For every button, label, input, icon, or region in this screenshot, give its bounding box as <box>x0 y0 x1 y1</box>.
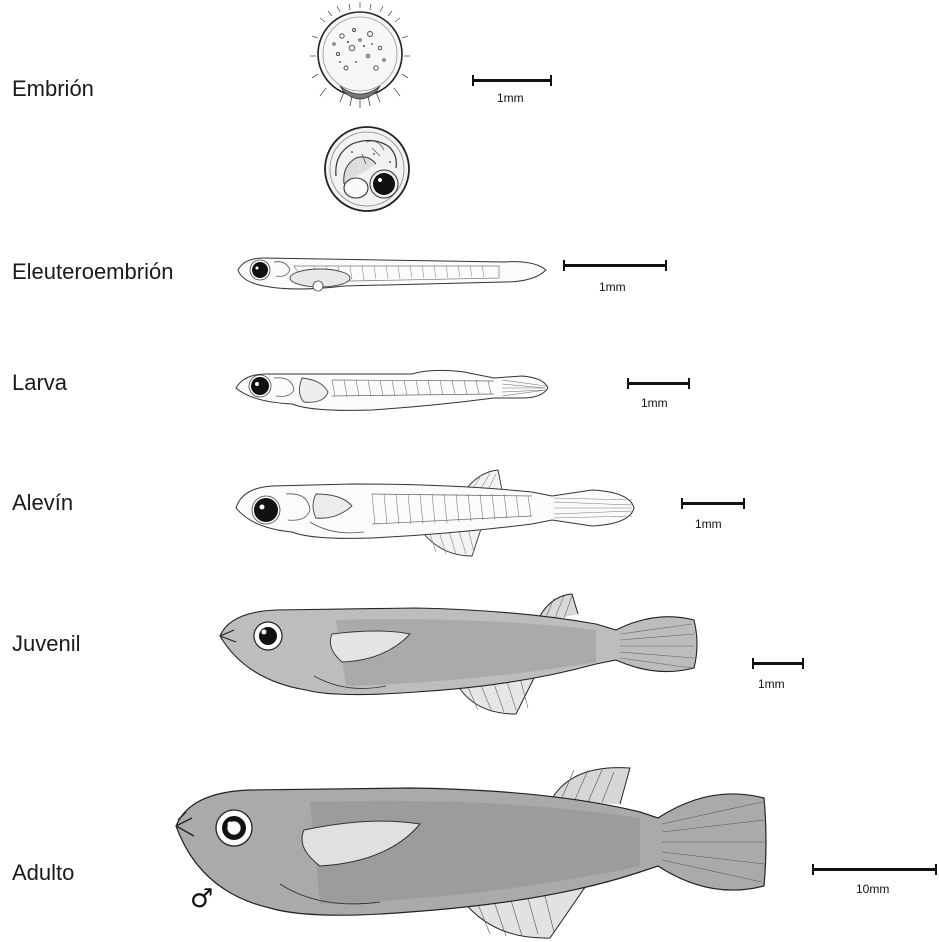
eleuteroembryo-drawing <box>234 252 550 294</box>
stage-label-juvenil: Juvenil <box>12 631 80 657</box>
stage-label-alevin: Alevín <box>12 490 73 516</box>
scale-label-adulto: 10mm <box>856 882 889 896</box>
embryo-egg-drawing <box>310 6 410 116</box>
stage-label-larva: Larva <box>12 370 67 396</box>
embryo-late-drawing <box>322 124 412 214</box>
male-symbol-icon: ♂ <box>190 884 213 914</box>
stage-label-embrion: Embrión <box>12 76 94 102</box>
larva-drawing <box>232 366 552 416</box>
scale-label-embrion: 1mm <box>497 91 524 105</box>
alevin-drawing <box>232 470 636 560</box>
scale-label-larva: 1mm <box>641 396 668 410</box>
stage-label-eleuteroembrion: Eleuteroembrión <box>12 259 173 285</box>
scale-label-eleuteroembrion: 1mm <box>599 280 626 294</box>
scale-label-juvenil: 1mm <box>758 677 785 691</box>
adulto-drawing <box>170 762 768 940</box>
stage-label-adulto: Adulto <box>12 860 74 886</box>
scale-label-alevin: 1mm <box>695 517 722 531</box>
juvenil-drawing <box>216 590 700 716</box>
